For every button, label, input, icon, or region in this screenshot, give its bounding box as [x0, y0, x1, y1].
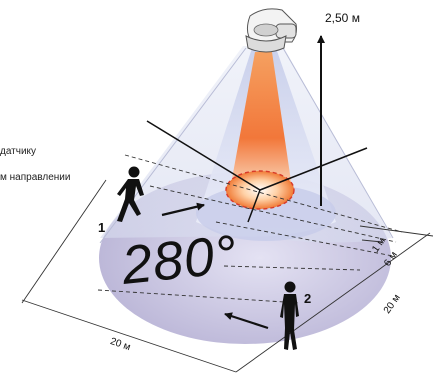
width-20m-label: 20 м	[109, 336, 132, 353]
cone-edge-right	[282, 47, 394, 239]
person-2-arrow	[224, 312, 269, 330]
axis-right-arm	[259, 147, 368, 191]
dimension-lines	[21, 179, 433, 373]
legend-fragment-2: м направлении	[0, 172, 71, 183]
floor-dashed-guides	[97, 154, 403, 304]
depth-20m-label: 20 м	[382, 292, 403, 315]
hot-core-dashed-ring	[225, 170, 295, 210]
person-1-arrow	[161, 202, 205, 217]
legend-fragment-1: датчику	[0, 146, 37, 157]
motion-sensor-device	[245, 8, 297, 53]
person-2-label: 2	[304, 291, 311, 306]
angle-label: 280°	[118, 224, 240, 296]
person-1-icon	[117, 166, 144, 222]
person-2-icon	[280, 281, 299, 350]
axis-down-arm	[247, 189, 261, 223]
hot-core-cone	[230, 52, 292, 196]
person-1-label: 1	[98, 220, 105, 235]
height-label: 2,50 м	[325, 11, 360, 25]
axis-left-arm	[146, 120, 261, 191]
